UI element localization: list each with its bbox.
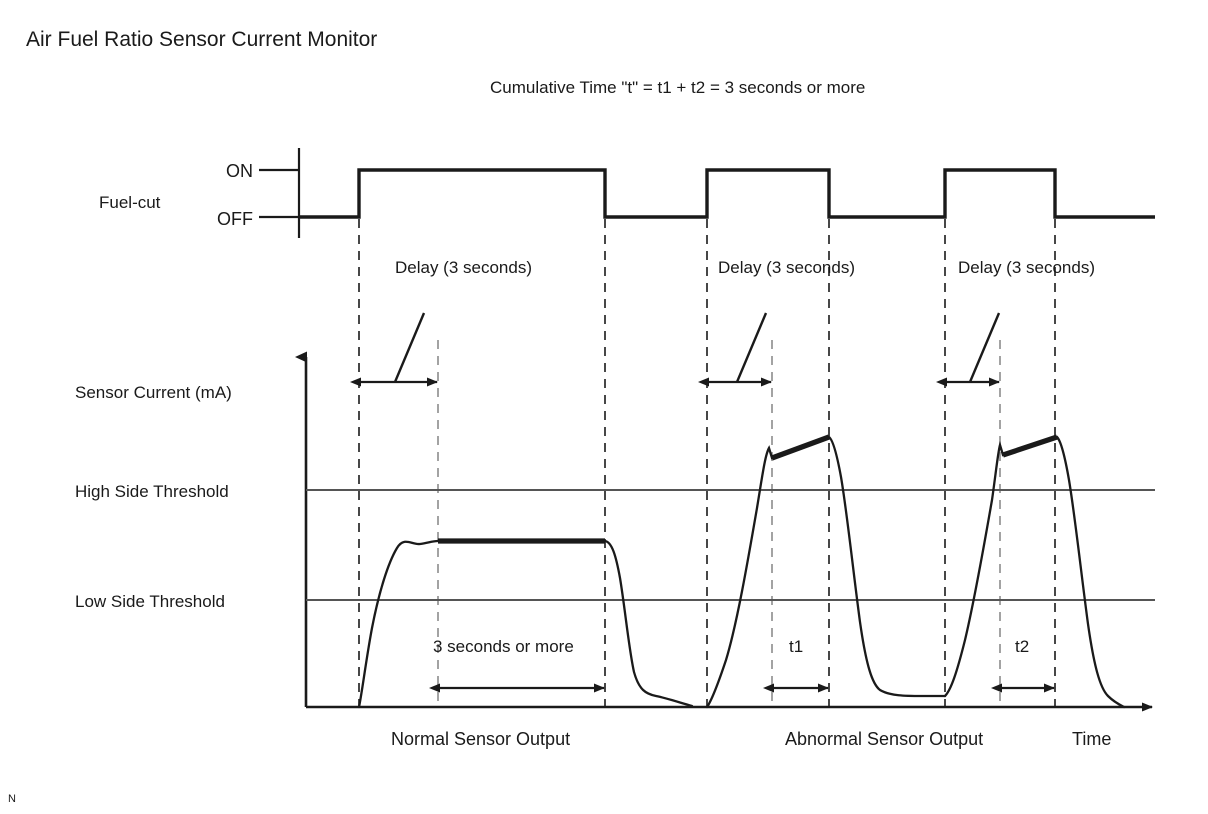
t1-label: t1: [789, 637, 803, 656]
fuel-cut-off-tick-label: OFF: [217, 209, 253, 229]
fuel-cut-axis-label: Fuel-cut: [99, 193, 161, 212]
normal-duration-label: 3 seconds or more: [433, 637, 574, 656]
corner-mark: N: [8, 793, 16, 805]
fuel-cut-waveform: [299, 168, 1155, 219]
delay-leader-2: [735, 312, 768, 383]
cumulative-time-note: Cumulative Time "t" = t1 + t2 = 3 second…: [490, 78, 865, 97]
low-side-threshold-label: Low Side Threshold: [75, 592, 225, 611]
delay-label-3: Delay (3 seconds): [958, 258, 1095, 277]
delay-end-guide-group: [437, 340, 1001, 707]
delay-leader-3: [968, 312, 1001, 383]
fuel-cut-on-tick-label: ON: [226, 161, 253, 181]
t2-label: t2: [1015, 637, 1029, 656]
delay-measure-2: [698, 312, 772, 387]
sensor-current-axis-label: Sensor Current (mA): [75, 383, 232, 402]
normal-sensor-output-label: Normal Sensor Output: [391, 729, 570, 749]
delay-leader-1: [393, 312, 426, 383]
delay-label-1: Delay (3 seconds): [395, 258, 532, 277]
delay-label-2: Delay (3 seconds): [718, 258, 855, 277]
abnormal-sensor-output-label: Abnormal Sensor Output: [785, 729, 983, 749]
page-title: Air Fuel Ratio Sensor Current Monitor: [26, 28, 377, 51]
abnormal-output-bold-segment-2: [1002, 434, 1058, 458]
dashed-guide-group: [358, 219, 1056, 707]
high-side-threshold-label: High Side Threshold: [75, 482, 229, 501]
delay-measure-1: [350, 312, 438, 387]
abnormal-sensor-output-curve-1: [705, 435, 947, 709]
delay-measure-3: [936, 312, 1001, 387]
time-axis-label: Time: [1072, 729, 1111, 749]
abnormal-output-bold-segment-1: [771, 434, 830, 461]
abnormal-sensor-output-curve-2: [943, 435, 1126, 709]
